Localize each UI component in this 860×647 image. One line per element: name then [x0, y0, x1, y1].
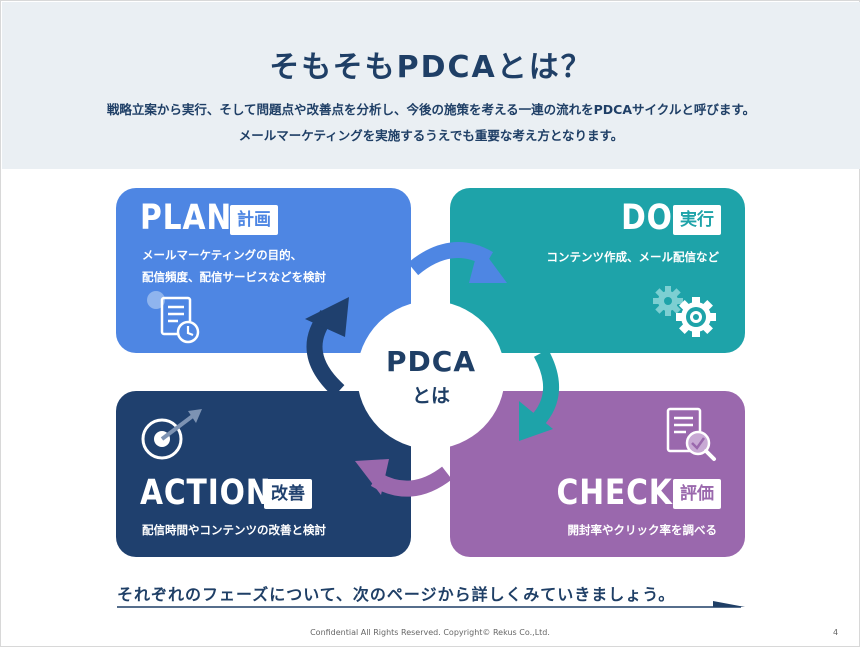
plan-badge: 計画: [230, 205, 278, 235]
underline-arrow: [117, 601, 745, 608]
subtitle-line-1: 戦略立案から実行、そして問題点や改善点を分析し、今後の施策を考える一連の流れをP…: [106, 102, 756, 117]
subtitle-line-2: メールマーケティングを実施するうえでも重要な考え方となります。: [238, 128, 624, 143]
document-magnifier-icon: [666, 407, 716, 461]
action-word: ACTION: [140, 473, 272, 513]
page-title: そもそもPDCAとは？: [269, 50, 593, 85]
plan-desc-1: メールマーケティングの目的、: [142, 248, 303, 262]
check-desc-1: 開封率やクリック率を調べる: [567, 523, 718, 537]
do-badge: 実行: [673, 205, 721, 235]
do-desc-1: コンテンツ作成、メール配信など: [546, 250, 720, 264]
action-badge: 改善: [264, 479, 312, 509]
center-subtitle: とは: [411, 385, 450, 407]
page-number: 4: [833, 628, 839, 637]
do-word: DO: [621, 198, 673, 238]
card-do: DO 実行 コンテンツ作成、メール配信など: [450, 188, 745, 353]
card-check: CHECK 評価 開封率やクリック率を調べる: [450, 391, 745, 557]
document-clock-icon: [147, 291, 200, 344]
next-page-message: それぞれのフェーズについて、次のページから詳しくみていきましょう。: [117, 585, 676, 604]
gears-icon: [653, 286, 716, 337]
center-circle: PDCA とは: [357, 301, 505, 449]
action-desc-1: 配信時間やコンテンツの改善と検討: [142, 523, 326, 537]
plan-word: PLAN: [140, 198, 233, 238]
plan-desc-2: 配信頻度、配信サービスなどを検討: [142, 270, 326, 284]
card-action: ACTION 改善 配信時間やコンテンツの改善と検討: [116, 391, 411, 557]
check-badge: 評価: [673, 479, 721, 509]
header-band: そもそもPDCAとは？ 戦略立案から実行、そして問題点や改善点を分析し、今後の施…: [2, 2, 860, 169]
target-icon: [141, 409, 202, 460]
footer-copyright: Confidential All Rights Reserved. Copyri…: [310, 628, 550, 637]
card-plan: PLAN 計画 メールマーケティングの目的、 配信頻度、配信サービスなどを検討: [116, 188, 411, 353]
check-word: CHECK: [556, 473, 673, 513]
center-title: PDCA: [386, 345, 476, 378]
